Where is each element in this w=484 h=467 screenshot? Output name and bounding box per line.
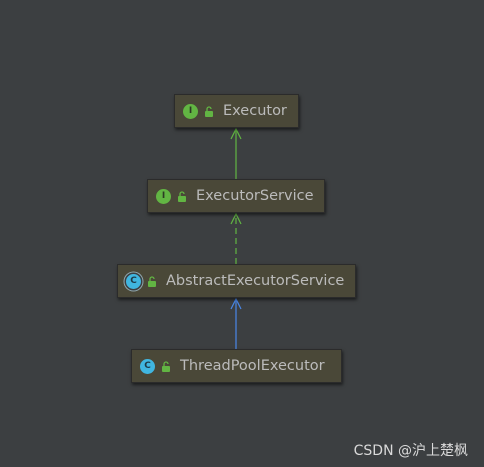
- node-abstract-executor-service[interactable]: C AbstractExecutorService: [117, 264, 356, 298]
- node-label: ExecutorService: [196, 188, 314, 204]
- node-thread-pool-executor[interactable]: C ThreadPoolExecutor: [131, 349, 342, 383]
- interface-icon: I: [156, 188, 171, 204]
- abstract-class-icon: C: [126, 273, 141, 289]
- class-icon: C: [140, 358, 155, 374]
- arrowhead-executorservice: [230, 212, 242, 225]
- node-label: AbstractExecutorService: [166, 273, 345, 289]
- unlock-icon: [148, 275, 156, 287]
- node-executor-service[interactable]: I ExecutorService: [147, 179, 325, 213]
- node-label: Executor: [223, 103, 287, 119]
- arrowhead-abstract: [230, 297, 242, 310]
- node-label: ThreadPoolExecutor: [180, 358, 325, 374]
- interface-icon: I: [183, 103, 198, 119]
- node-executor[interactable]: I Executor: [174, 94, 299, 128]
- unlock-icon: [162, 360, 170, 372]
- unlock-icon: [178, 190, 186, 202]
- unlock-icon: [205, 105, 213, 117]
- arrowhead-executor: [230, 127, 242, 140]
- watermark-text: CSDN @沪上楚枫: [353, 443, 468, 459]
